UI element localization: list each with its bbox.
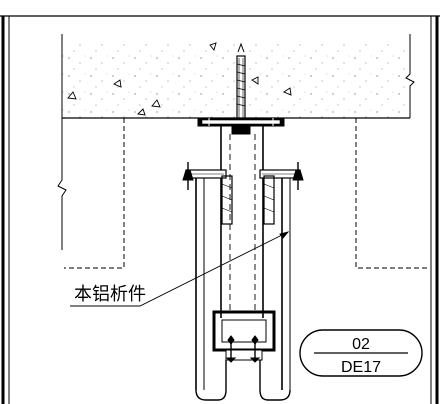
top-plate bbox=[197, 117, 285, 135]
dashed-panels bbox=[64, 118, 428, 269]
inner-tube bbox=[220, 126, 264, 318]
outer-channel bbox=[182, 162, 304, 401]
anchor-bolt bbox=[236, 42, 246, 121]
part-leader bbox=[70, 231, 290, 307]
drawing-frame bbox=[0, 15, 440, 404]
bottom-box-section bbox=[212, 310, 276, 363]
detail-tag: 02 DE17 bbox=[299, 329, 423, 377]
aggregate-marks bbox=[67, 42, 292, 116]
part-label: 本铝析件 bbox=[74, 284, 146, 305]
concrete-slab bbox=[57, 34, 415, 250]
detail-sheet: DE17 bbox=[341, 359, 381, 376]
detail-number: 02 bbox=[352, 336, 370, 353]
